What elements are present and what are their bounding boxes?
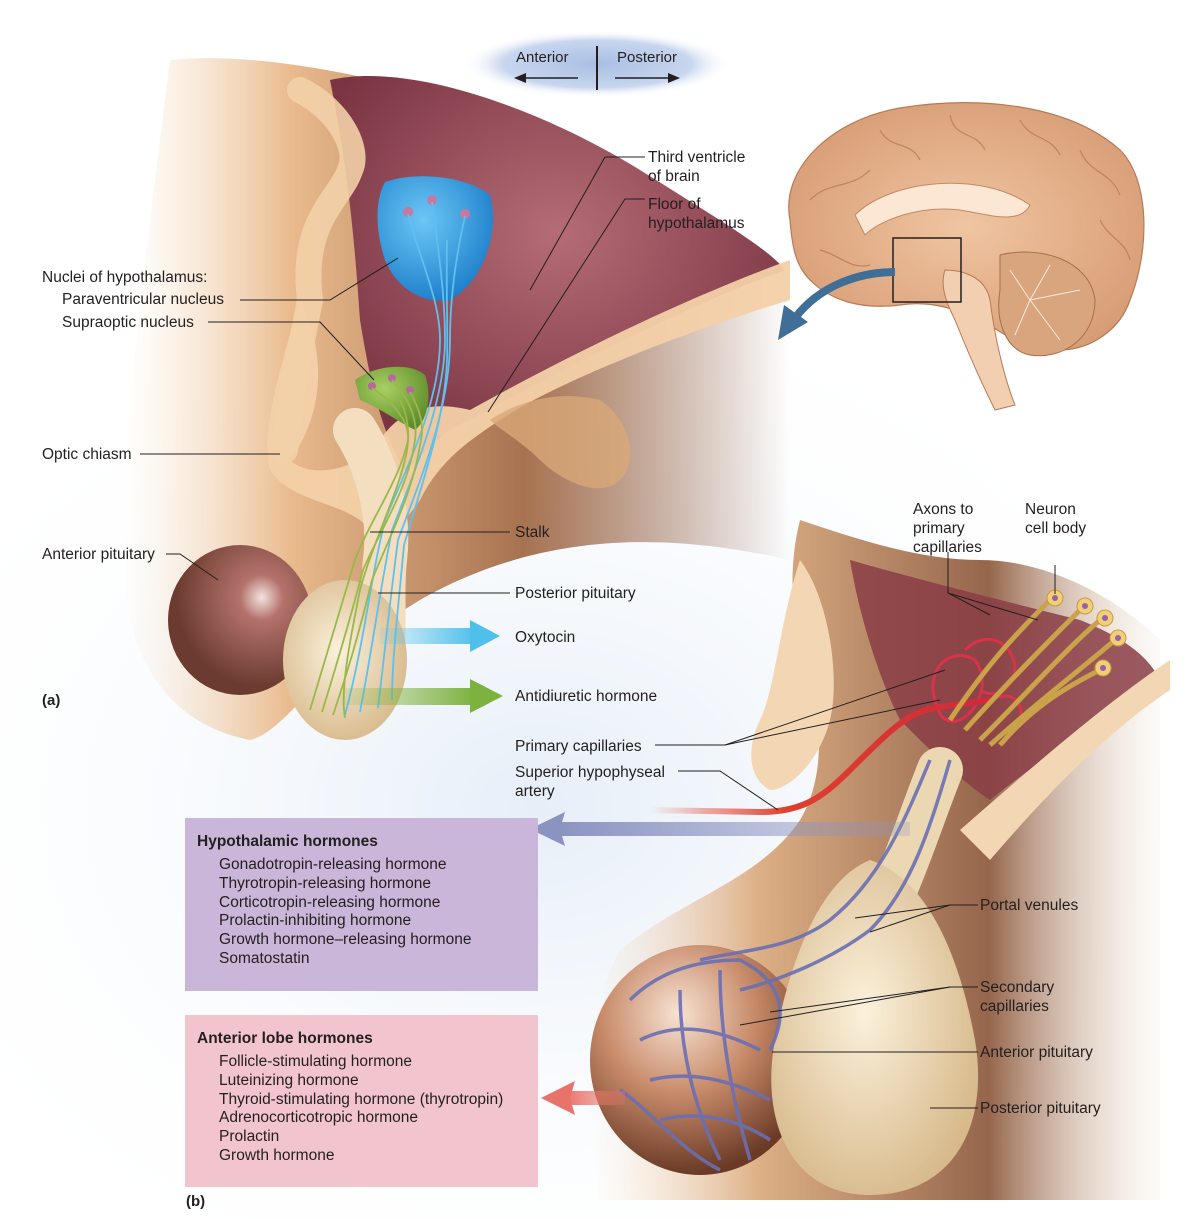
zoom-curved-arrow-icon [791, 268, 896, 321]
optic-chiasm-shape [272, 77, 366, 463]
panel-a-anatomy [123, 58, 791, 741]
hypothalamic-hormones-list: Gonadotropin-releasing hormone Thyrotrop… [219, 856, 526, 969]
oxytocin-arrow [380, 620, 500, 652]
label-anterior-pituitary-a: Anterior pituitary [42, 546, 155, 563]
label-stalk: Stalk [515, 524, 550, 541]
posterior-direction-label: Posterior [617, 49, 678, 66]
hypothalamic-hormones-box: Hypothalamic hormones Gonadotropin-relea… [185, 818, 538, 991]
posterior-arrow-icon [615, 73, 680, 83]
panel-b-tag: (b) [186, 1193, 206, 1210]
list-item: Gonadotropin-releasing hormone [219, 856, 447, 873]
label-supraoptic-nucleus: Supraoptic nucleus [62, 314, 194, 331]
label-nuclei-heading: Nuclei of hypothalamus: [42, 269, 208, 286]
label-optic-chiasm: Optic chiasm [42, 446, 132, 463]
label-axons-to-primary-capillaries: Axons to primary capillaries [913, 501, 982, 556]
list-item: Follicle-stimulating hormone [219, 1053, 412, 1070]
list-item: Thyrotropin-releasing hormone [219, 874, 431, 892]
anterior-pituitary-b [590, 945, 810, 1175]
label-third-ventricle: Third ventricle of brain [648, 149, 746, 185]
adh-arrow [340, 679, 503, 713]
superior-hypophyseal-artery [647, 697, 993, 816]
label-posterior-pituitary-b: Posterior pituitary [980, 1100, 1101, 1117]
label-portal-venules: Portal venules [980, 897, 1079, 914]
label-primary-capillaries: Primary capillaries [515, 738, 642, 755]
list-item: Growth hormone [219, 1146, 335, 1164]
anterior-lobe-hormones-box: Anterior lobe hormones Follicle-stimulat… [185, 1015, 538, 1187]
portal-venules-network [619, 759, 952, 1172]
list-item: Corticotropin-releasing hormone [219, 893, 441, 911]
leader-lines-b [655, 552, 1056, 1109]
hypothalamic-hormones-arrow [530, 812, 910, 846]
cerebellum [998, 251, 1096, 357]
panel-b-anatomy [530, 520, 1170, 1200]
label-floor-of-hypothalamus: Floor of hypothalamus [648, 196, 745, 232]
label-neuron-cell-body: Neuron cell body [1025, 501, 1087, 537]
supraoptic-axons [309, 379, 423, 719]
panel-a-tag: (a) [42, 692, 61, 709]
label-secondary-capillaries: Secondary capillaries [980, 979, 1055, 1015]
list-item: Thyroid-stimulating hormone (thyrotropin… [219, 1090, 504, 1108]
label-anterior-pituitary-b: Anterior pituitary [980, 1044, 1093, 1061]
brainstem [942, 269, 1016, 411]
neuron-axons [947, 598, 1117, 747]
anterior-arrow-icon [514, 73, 578, 83]
floor-b [960, 660, 1170, 860]
label-posterior-pituitary-a: Posterior pituitary [515, 585, 636, 602]
mammillary-fold [490, 396, 631, 489]
leader-lines-a [140, 156, 645, 594]
anterior-pituitary-a [168, 545, 312, 695]
list-item: Growth hormone–releasing hormone [219, 931, 472, 949]
list-item: Prolactin [219, 1128, 280, 1146]
list-item: Luteinizing hormone [219, 1071, 359, 1089]
third-ventricle-b [850, 560, 1160, 800]
label-superior-hypophyseal-artery: Superior hypophyseal artery [515, 764, 665, 800]
anterior-lobe-hormones-arrow [541, 1081, 625, 1115]
list-item: Prolactin-inhibiting hormone [219, 912, 412, 930]
third-ventricle-region [330, 76, 785, 470]
label-paraventricular-nucleus: Paraventricular nucleus [62, 291, 224, 308]
label-antidiuretic-hormone: Antidiuretic hormone [515, 688, 658, 705]
label-oxytocin: Oxytocin [515, 629, 576, 646]
anterior-lobe-hormones-title: Anterior lobe hormones [197, 1030, 373, 1047]
list-item: Somatostatin [219, 949, 310, 967]
posterior-pituitary-b [771, 860, 979, 1195]
floor-of-hypothalamus [267, 260, 790, 531]
anterior-lobe-hormones-list: Follicle-stimulating hormone Luteinizing… [219, 1053, 526, 1166]
hypothalamic-hormones-title: Hypothalamic hormones [197, 833, 378, 850]
anterior-direction-label: Anterior [516, 49, 569, 66]
sagittal-brain-diagram [778, 102, 1145, 411]
list-item: Adrenocorticotropic hormone [219, 1109, 419, 1127]
corpus-callosum [854, 182, 1031, 236]
optic-fold-b [751, 560, 834, 790]
